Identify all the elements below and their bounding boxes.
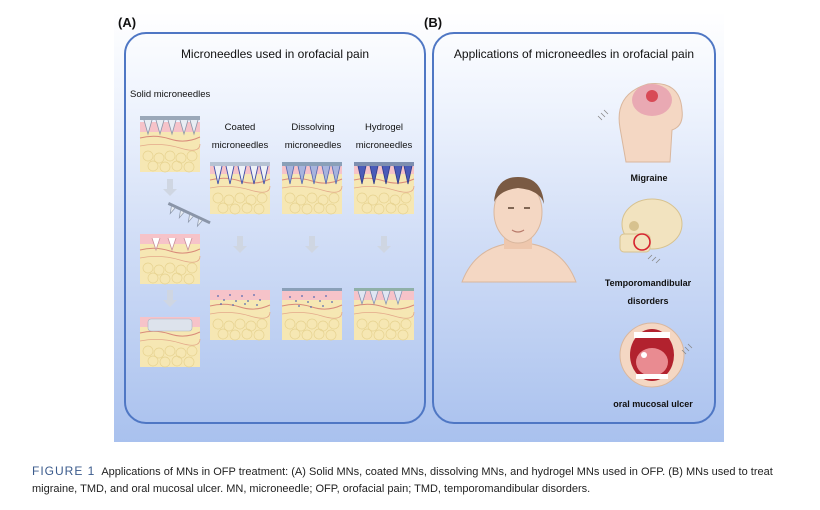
- panel-a-illustrations: [139, 115, 415, 368]
- migraine-label: Migraine: [630, 173, 668, 183]
- dissolving-mn-step2: [281, 288, 343, 341]
- caption-figure-label: FIGURE 1: [32, 464, 96, 478]
- solid-mn-label: Solid microneedles: [130, 89, 211, 100]
- hydrogel-mn-label-1: Hydrogel: [364, 122, 404, 133]
- panel-b-illustrations: [461, 83, 693, 388]
- coated-mn-label-2: microneedles: [211, 140, 269, 151]
- skull-icon: [619, 198, 683, 264]
- panel-a: Microneedles used in orofacial pain: [124, 32, 426, 424]
- coated-mn-label-1: Coated: [224, 122, 256, 133]
- solid-mn-applicator: [167, 202, 211, 228]
- tmd-label-1: Temporomandibular: [604, 278, 692, 288]
- panel-a-label: (A): [118, 15, 137, 30]
- panel-a-title: Microneedles used in orofacial pain: [180, 47, 370, 61]
- dissolving-mn-step1: [281, 162, 343, 215]
- dissolving-mn-label-1: Dissolving: [291, 122, 335, 133]
- mouth-ulcer-icon: [619, 322, 693, 388]
- hydrogel-mn-label-2: microneedles: [355, 140, 413, 151]
- panel-b-title: Applications of microneedles in orofacia…: [453, 47, 695, 61]
- hydrogel-mn-step1: [353, 162, 415, 215]
- panel-b-label: (B): [424, 15, 443, 30]
- tmd-label-2: disorders: [627, 296, 669, 306]
- migraine-head-icon: [597, 83, 683, 163]
- solid-mn-step2: [139, 233, 201, 285]
- figure: (A) (B) Microneedles used in orofacial p…: [114, 12, 724, 442]
- solid-mn-step3: [139, 316, 201, 368]
- caption-text: Applications of MNs in OFP treatment: (A…: [32, 466, 773, 495]
- hydrogel-mn-step2: [353, 288, 415, 341]
- coated-mn-step1: [209, 162, 271, 215]
- ulcer-label: oral mucosal ulcer: [613, 399, 693, 409]
- dissolving-mn-label-2: microneedles: [284, 140, 342, 151]
- patient-face-icon: [461, 177, 577, 283]
- coated-mn-step2: [209, 289, 271, 341]
- panel-b: Applications of microneedles in orofacia…: [432, 32, 716, 424]
